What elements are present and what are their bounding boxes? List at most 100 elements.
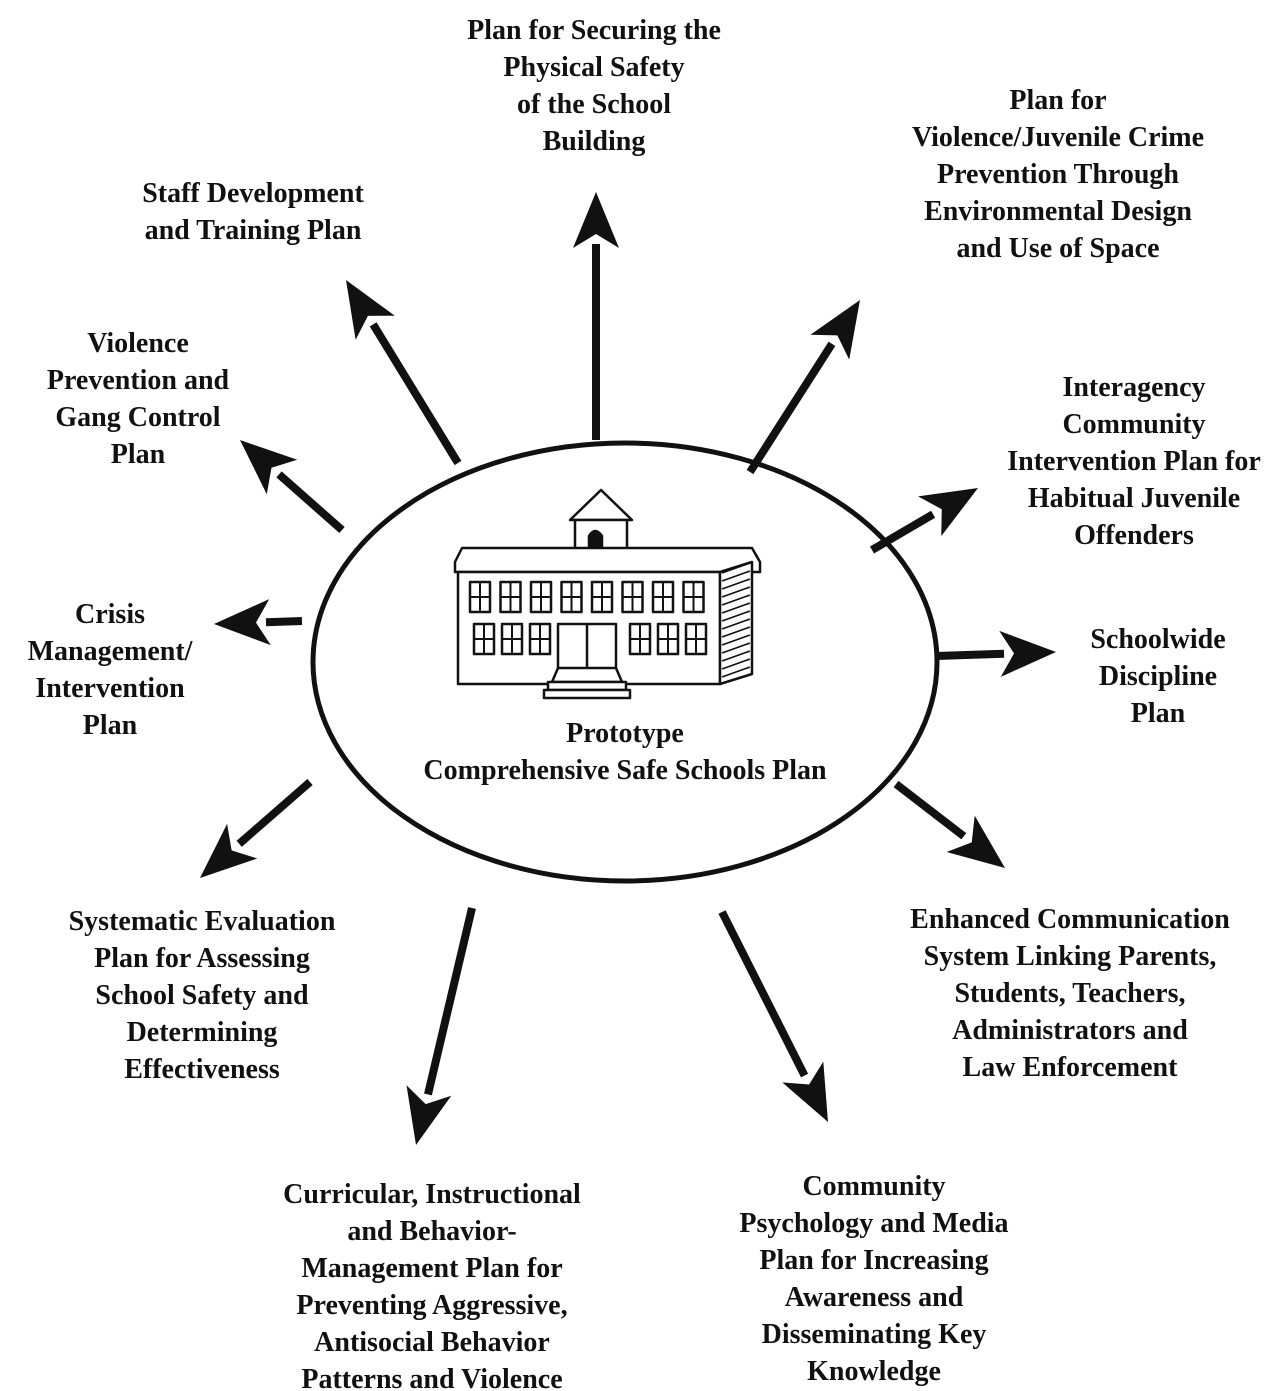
plan-line: Knowledge bbox=[807, 1356, 941, 1387]
plan-line: Plan for Increasing bbox=[759, 1245, 989, 1276]
center-title-line-2: Comprehensive Safe Schools Plan bbox=[423, 755, 827, 786]
plan-line: Effectiveness bbox=[124, 1054, 280, 1085]
plan-interagency: Interagency Community Intervention Plan … bbox=[984, 369, 1284, 554]
arrow-head bbox=[782, 1061, 828, 1122]
plan-line: Violence/Juvenile Crime bbox=[911, 122, 1205, 153]
plan-line: Antisocial Behavior bbox=[314, 1327, 550, 1358]
building-windows bbox=[468, 580, 708, 656]
plan-line: Plan for Securing the bbox=[467, 15, 721, 46]
plan-line: Administrators and bbox=[952, 1015, 1188, 1046]
arrow-discipline bbox=[935, 630, 1056, 677]
center-title-line-1: Prototype bbox=[566, 718, 684, 749]
plan-line: Prevention and bbox=[46, 365, 230, 396]
plan-communication: Enhanced Communication System Linking Pa… bbox=[872, 901, 1268, 1086]
plan-line: School Safety and bbox=[95, 980, 309, 1011]
arrow-cpted bbox=[746, 300, 860, 475]
arrow-head bbox=[200, 823, 258, 878]
plan-line: Gang Control bbox=[55, 402, 221, 433]
plan-line: Management Plan for bbox=[301, 1253, 563, 1284]
arrow-shaft bbox=[746, 341, 836, 475]
building-siding bbox=[721, 562, 751, 678]
arrows bbox=[200, 192, 1056, 1145]
plan-line: Plan bbox=[1130, 698, 1186, 729]
plan-line: Plan bbox=[82, 710, 138, 741]
plan-line: Awareness and bbox=[784, 1282, 964, 1313]
arrow-curricular bbox=[406, 907, 476, 1145]
plan-gang-control: Violence Prevention and Gang Control Pla… bbox=[22, 325, 254, 473]
center-title: Prototype Comprehensive Safe Schools Pla… bbox=[380, 715, 870, 789]
plan-line: Community bbox=[1062, 409, 1206, 440]
school-building-icon bbox=[453, 488, 762, 700]
arrow-head bbox=[573, 192, 619, 248]
plan-line: Patterns and Violence bbox=[301, 1364, 563, 1391]
plan-line: Discipline bbox=[1098, 661, 1218, 692]
arrow-staff-development bbox=[346, 280, 462, 466]
arrow-shaft bbox=[265, 617, 303, 627]
plan-cpted: Plan for Violence/Juvenile Crime Prevent… bbox=[878, 82, 1238, 267]
plan-line: Students, Teachers, bbox=[954, 978, 1186, 1009]
arrow-head bbox=[346, 280, 395, 340]
plan-line: Psychology and Media bbox=[739, 1208, 1009, 1239]
plan-community-media: Community Psychology and Media Plan for … bbox=[704, 1168, 1044, 1390]
plan-line: Preventing Aggressive, bbox=[296, 1290, 568, 1321]
plan-evaluation: Systematic Evaluation Plan for Assessing… bbox=[34, 903, 370, 1088]
arrow-shaft bbox=[369, 322, 462, 466]
arrow-crisis bbox=[214, 599, 303, 646]
arrow-head bbox=[999, 630, 1056, 677]
arrow-shaft bbox=[236, 778, 313, 847]
arrow-head bbox=[918, 488, 978, 537]
plan-line: Intervention Plan for bbox=[1007, 446, 1261, 477]
plan-line: Systematic Evaluation bbox=[68, 906, 336, 937]
arrow-shaft bbox=[869, 510, 936, 554]
plan-line: Management/ bbox=[27, 636, 193, 667]
plan-line: System Linking Parents, bbox=[923, 941, 1217, 972]
plan-line: of the School bbox=[517, 89, 671, 120]
plan-line: Disseminating Key bbox=[761, 1319, 987, 1350]
plan-line: Plan for Assessing bbox=[94, 943, 310, 974]
plan-line: Environmental Design bbox=[924, 196, 1192, 227]
arrow-head bbox=[406, 1085, 452, 1145]
plan-line: Schoolwide bbox=[1090, 624, 1226, 655]
arrow-shaft bbox=[276, 471, 345, 533]
plan-line: Curricular, Instructional bbox=[283, 1179, 581, 1210]
plan-staff-development: Staff Development and Training Plan bbox=[108, 175, 398, 249]
arrow-shaft bbox=[893, 780, 967, 840]
arrow-shaft bbox=[935, 649, 1005, 660]
plan-line: and Use of Space bbox=[956, 233, 1160, 264]
plan-line: Plan bbox=[110, 439, 166, 470]
arrow-head bbox=[240, 440, 298, 495]
plan-curricular: Curricular, Instructional and Behavior- … bbox=[246, 1176, 618, 1391]
plan-line: Intervention bbox=[35, 673, 185, 704]
arrow-gang-control bbox=[240, 440, 345, 533]
arrow-communication bbox=[893, 780, 1005, 868]
plan-line: and Training Plan bbox=[144, 215, 362, 246]
plan-line: Habitual Juvenile bbox=[1027, 483, 1241, 514]
arrow-head bbox=[946, 815, 1005, 868]
arrow-evaluation bbox=[200, 778, 313, 878]
plan-line: Plan for bbox=[1009, 85, 1107, 116]
arrow-interagency bbox=[869, 488, 978, 554]
plan-line: Community bbox=[802, 1171, 946, 1202]
plan-crisis: Crisis Management/ Intervention Plan bbox=[6, 596, 214, 744]
plan-line: Prevention Through bbox=[937, 159, 1179, 190]
plan-line: Enhanced Communication bbox=[910, 904, 1230, 935]
arrow-community-media bbox=[718, 910, 828, 1122]
arrow-head bbox=[214, 599, 271, 646]
arrow-physical-safety bbox=[573, 192, 619, 440]
arrow-shaft bbox=[718, 910, 809, 1078]
plan-line: and Behavior- bbox=[347, 1216, 517, 1247]
plan-line: Offenders bbox=[1074, 520, 1194, 551]
plan-line: Interagency bbox=[1062, 372, 1206, 403]
plan-line: Crisis bbox=[75, 599, 145, 630]
plan-line: Staff Development bbox=[142, 178, 364, 209]
plan-physical-safety: Plan for Securing the Physical Safety of… bbox=[394, 12, 794, 160]
plan-line: Violence bbox=[87, 328, 189, 359]
arrow-shaft bbox=[424, 907, 476, 1096]
plan-line: Physical Safety bbox=[503, 52, 685, 83]
plan-discipline: Schoolwide Discipline Plan bbox=[1058, 621, 1258, 732]
plan-line: Building bbox=[542, 126, 646, 157]
plan-line: Determining bbox=[126, 1017, 278, 1048]
arrow-head bbox=[810, 300, 860, 360]
